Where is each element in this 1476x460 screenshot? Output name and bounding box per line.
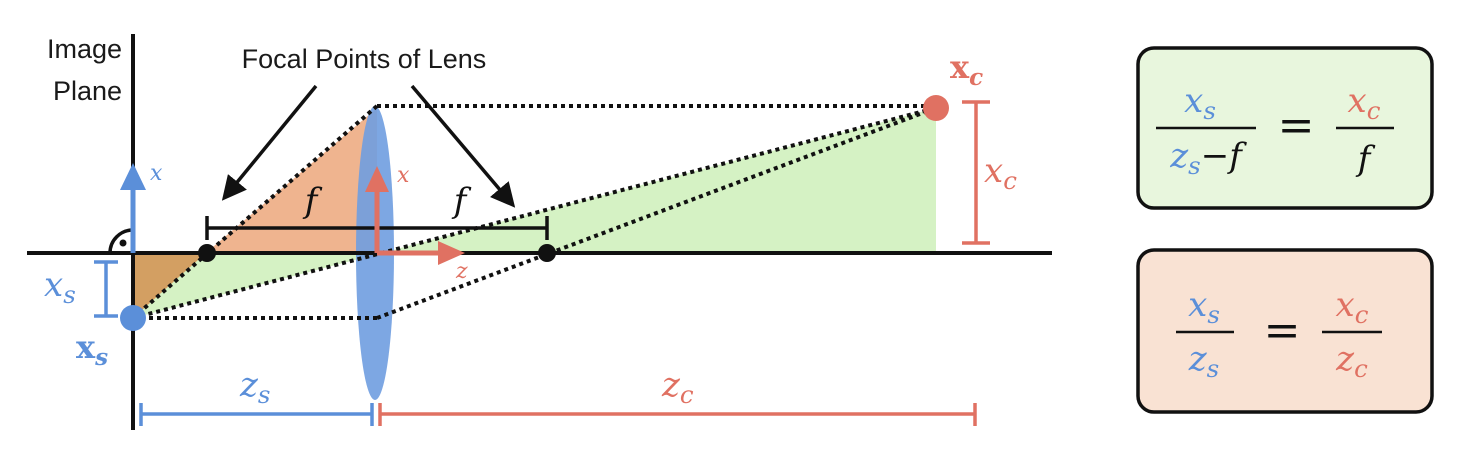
focal-point-left: [198, 244, 216, 262]
point-xs-label: xs: [76, 328, 108, 371]
point-xc-label: xc: [950, 48, 983, 91]
ray-bottom-to-object: [376, 106, 937, 320]
pointer-arrow-left: [221, 84, 318, 201]
ray-center: [132, 106, 937, 320]
pointer-arrow-right: [410, 84, 516, 208]
eq2-lhs-numerator: xs: [1188, 285, 1220, 329]
xs-height-label: xs: [44, 265, 76, 309]
eq2-rhs-denominator: zc: [1335, 339, 1368, 383]
xc-height-bracket: [962, 100, 990, 245]
image-plane-label-line1: Image: [47, 34, 122, 64]
eq1-rhs-numerator: xc: [1348, 81, 1381, 125]
green-triangle-region: [133, 108, 936, 318]
dotted-rays: [131, 104, 937, 320]
eq1-lhs-numerator: xs: [1184, 81, 1216, 125]
camera-z-axis-arrow: [377, 241, 465, 265]
eq1-lhs-denominator: zs−f: [1169, 136, 1247, 180]
eq2-lhs-denominator: zs: [1188, 339, 1219, 383]
image-plane-label-line2: Plane: [53, 76, 122, 106]
xs-height-bracket: [94, 260, 118, 318]
focal-length-label-right: f: [451, 181, 472, 221]
focal-points-label: Focal Points of Lens: [242, 44, 487, 74]
point-xc: [923, 95, 949, 121]
equation-box-similar-triangles-focal: xs zs−f = xc f: [1136, 46, 1434, 210]
right-angle-marker: [108, 228, 134, 254]
focal-bracket-right: [377, 216, 549, 240]
camera-x-axis-arrow: [365, 166, 389, 253]
right-angle-dot: [119, 239, 127, 247]
point-xs: [120, 305, 146, 331]
zs-distance-bracket: [139, 403, 374, 426]
eq2-equals: =: [1264, 305, 1301, 356]
zc-distance-label: zc: [661, 365, 694, 409]
focal-point-right: [538, 244, 556, 262]
equation-box-similar-triangles-pinhole: xs zs = xc zc: [1136, 248, 1434, 414]
eq1-equals: =: [1278, 100, 1315, 151]
ray-top-to-sensor: [131, 104, 379, 320]
xc-height-label: xc: [984, 151, 1017, 195]
sensor-axis-x-label: x: [150, 161, 163, 186]
eq2-rhs-numerator: xc: [1336, 285, 1369, 329]
camera-axis-x-label: x: [397, 163, 410, 188]
zs-distance-label: zs: [239, 365, 270, 409]
camera-axis-z-label: z: [455, 259, 468, 284]
sensor-x-axis-arrow: [120, 163, 146, 253]
zc-distance-bracket: [378, 403, 977, 426]
